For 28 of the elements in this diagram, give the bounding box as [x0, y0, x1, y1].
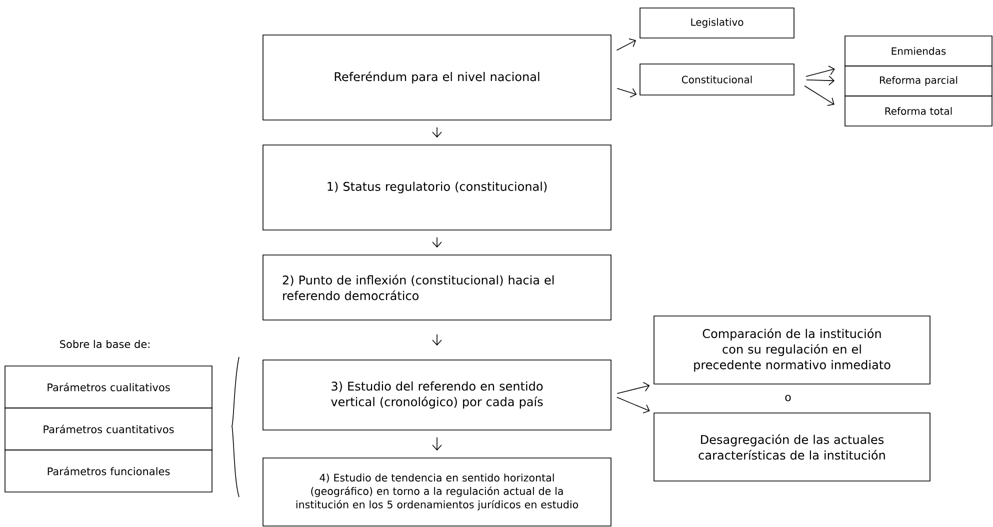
- arrow: [616, 382, 650, 394]
- arrow: [806, 66, 835, 77]
- arrow: [616, 396, 650, 414]
- arrow: [616, 38, 636, 51]
- process-box: 3) Estudio del referendo en sentido vertical (cronológico) por cada país: [262, 360, 612, 430]
- connector-word: o: [785, 394, 791, 402]
- result-box: Desagregación de las actuales características de la institución: [654, 412, 930, 482]
- arrow: [432, 334, 442, 346]
- arrow: [432, 127, 442, 138]
- table-cell: Parámetros cuantitativos: [4, 408, 212, 450]
- arrow: [432, 437, 442, 451]
- arrow: [806, 76, 835, 86]
- process-box: Referéndum para el nivel nacional: [262, 34, 612, 120]
- process-box: 2) Punto de inflexión (constitucional) hacia el referendo democrático: [262, 254, 612, 320]
- table-cell: Reforma total: [844, 96, 992, 126]
- table-cell: Enmiendas: [844, 36, 992, 66]
- arrow: [616, 88, 637, 98]
- result-box: Comparación de la institución con su regulación en el precedente normativo inmediato: [654, 316, 930, 384]
- category-box: Constitucional: [640, 64, 794, 96]
- note-text: Sobre la base de:: [60, 340, 150, 348]
- process-box: 4) Estudio de tendencia en sentido horizontal (geográfico) en torno a la regulación actual de la institución en los 5 ordenamientos jurídicos en estudio: [262, 458, 612, 526]
- table-cell: Parámetros cualitativos: [4, 366, 212, 408]
- category-box: Legislativo: [640, 8, 794, 38]
- table-cell: Reforma parcial: [844, 66, 992, 96]
- table-cell: Parámetros funcionales: [4, 450, 212, 492]
- arrow: [432, 237, 442, 248]
- arrow: [804, 85, 834, 106]
- process-box: 1) Status regulatorio (constitucional): [262, 144, 612, 230]
